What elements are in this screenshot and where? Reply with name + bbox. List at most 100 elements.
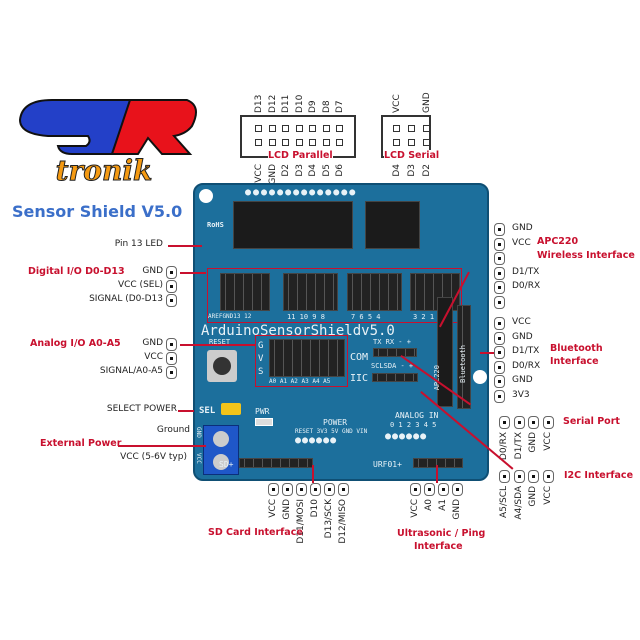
pin-signal-d0-d13 [166,294,177,307]
pin-vcc-sel- [166,280,177,293]
urf-label: URF01+ [373,460,402,469]
pin-d1-tx [513,416,525,429]
lcd-bottom-label: D3 [407,164,417,177]
pin-d13-sck [324,483,335,496]
pin-label: D12/MISO [338,499,348,544]
lcd-bottom-label: D4 [308,164,318,177]
pin-gnd [494,331,505,345]
header-pin [393,125,400,132]
digital-nums-4: 3 2 1 0 [413,313,443,321]
pin-label: A5/SCL [499,486,509,518]
pin-vcc [542,416,554,429]
power-select-jumper[interactable] [221,403,241,415]
sd-line [312,465,314,483]
pin-label: D10 [310,499,320,518]
header-pin [309,139,316,146]
lcd-top-label: GND [422,92,432,113]
sensor-shield-board: RoHS ●●●●●●●●●●●●●● AREFGND13 12 11 10 9… [193,183,489,481]
header-pin [282,125,289,132]
header-pin [336,139,343,146]
apc220-title: APC220 [537,236,579,247]
select-power-label: SELECT POWER [106,404,177,414]
digital-header-3 [347,273,402,311]
pin-label: A1 [438,499,448,511]
lcd-bottom-label: D6 [335,164,345,177]
header-pin [255,125,262,132]
pin-d1-tx [494,346,505,359]
pin-label: VCC [542,486,553,505]
sd-card-title: SD Card Interface [208,527,303,538]
pin-a5-scl [499,470,510,483]
pin-label: GND [528,432,538,453]
screw-terminal[interactable] [203,425,239,475]
lcd-bottom-label: D2 [422,164,432,177]
analog-io-title: Analog I/O A0-A5 [30,338,121,349]
bluetooth-subtitle: Interface [550,356,599,367]
pin-label: GND [452,499,462,520]
pin-label: VCC [144,352,163,362]
pin-label: GND [512,331,533,342]
mount-hole [199,189,213,203]
lcd-parallel-board-header [233,201,353,249]
analog-in-nums: 0 1 2 3 4 5 [390,421,437,429]
pin-vcc [494,317,505,330]
pin-label: VCC [410,499,420,518]
pin-signal-a0-a5 [166,366,177,379]
iic-header [372,373,418,382]
ultrasonic-title: Ultrasonic / Ping [397,528,486,539]
pwr-label: PWR [255,407,270,416]
pin-label: D13/SCK [324,499,334,539]
screw-icon [213,431,229,447]
pin-gnd [528,416,539,429]
pin-label: D1/TX [512,346,540,356]
analog-io-block [255,335,348,387]
power-pins-label: RESET 3V3 5V GND VIN [295,428,368,435]
pin-label: D0/RX [512,360,541,371]
digital-nums-2: 11 10 9 8 [287,313,325,321]
pin-label: D0/RX [499,432,509,461]
digital-nums-3: 7 6 5 4 [351,313,381,321]
header-pin [322,125,330,132]
external-power-title: External Power [40,438,122,449]
header-pin [295,125,303,132]
terminal-vcc-label: VCC [195,453,202,464]
header-pin [393,139,400,146]
pin-gnd [166,338,177,351]
header-pin [255,139,262,146]
rohs-mark: RoHS [207,221,224,229]
urf-header [413,458,463,468]
gvs-g: G [258,341,264,351]
pin-gnd [528,470,539,483]
gvs-analog: G V S [258,340,264,379]
gvs-s: S [258,367,264,377]
lcd-bottom-label: VCC [254,164,264,183]
power-holes: ●●●●●● [295,435,338,446]
pin-a0 [424,483,435,496]
pin-vcc [166,352,177,365]
pin-d0-rx [499,416,510,429]
sel-label: SEL [199,406,216,416]
svg-text:tronik: tronik [56,154,153,187]
pin-nc [494,252,505,265]
pin-label: D0/RX [512,281,541,291]
analog-in-holes: ●●●●●● [385,431,428,442]
bluetooth-label: Bluetooth [459,345,467,383]
digital-header-1 [220,273,270,311]
analog-nums: A0 A1 A2 A3 A4 A5 [269,378,331,385]
scl-sda-label: SCLSDA - + [371,362,414,370]
pin-label: SIGNAL (D0-D13 [89,294,163,304]
pin-a1 [438,483,449,496]
apc220-subtitle: Wireless Interface [537,250,635,261]
vcc-external-label: VCC (5-6V typ) [120,452,187,462]
digital-nums-1: AREFGND13 12 [208,313,252,320]
pin-a4-sda [513,470,525,483]
pin-label: GND [142,266,163,276]
lcd-top-label: D10 [294,94,305,113]
pin-d10 [310,483,321,496]
pin-gnd [166,266,177,279]
reset-button[interactable] [207,350,237,382]
svr-tronik-logo: tronik [12,92,197,188]
lcd-bottom-label: D3 [294,164,305,177]
header-pin [423,125,430,132]
pin-label: VCC [268,499,278,518]
